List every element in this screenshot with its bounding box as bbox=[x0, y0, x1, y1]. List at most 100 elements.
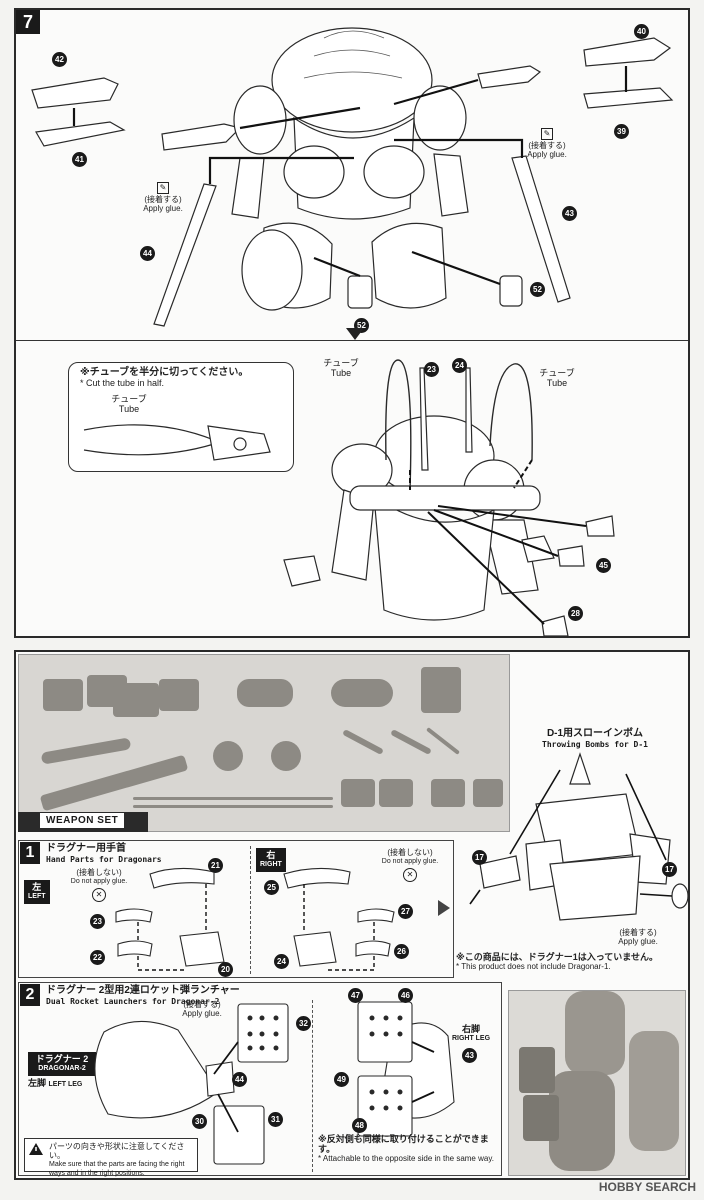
no-glue-note-left: (接着しない) Do not apply glue. ✕ bbox=[64, 868, 134, 902]
callout-20: 20 bbox=[218, 962, 233, 977]
knife-part bbox=[342, 729, 384, 755]
throwing-bombs-en: Throwing Bombs for D-1 bbox=[542, 740, 648, 749]
tube-note-jp: ※チューブを半分に切ってください。 bbox=[80, 367, 249, 378]
launcher-part bbox=[113, 683, 159, 717]
tube-label-right: チューブ Tube bbox=[532, 368, 582, 388]
callout-17: 17 bbox=[662, 862, 677, 877]
substep-2-title-en: Dual Rocket Launchers for Dragonar-2 bbox=[46, 997, 220, 1006]
rifle-part bbox=[39, 754, 189, 812]
substep-2-number: 2 bbox=[20, 984, 40, 1006]
hand-part bbox=[431, 779, 465, 807]
substep-1-title-jp: ドラグナー用手首 bbox=[46, 843, 126, 854]
missile-part bbox=[40, 737, 132, 765]
dragonar-2-jp: ドラグナー 2 bbox=[35, 1054, 89, 1064]
launcher-part bbox=[43, 679, 83, 711]
dragonar-1-not-included-note: ※この商品には、ドラグナー1は入っていません。 * This product d… bbox=[456, 952, 688, 972]
apply-glue-note-right: ✎ (接着する) Apply glue. bbox=[512, 128, 582, 159]
launcher-part bbox=[523, 1095, 559, 1141]
hand-part bbox=[379, 779, 413, 807]
note-jp: ※この商品には、ドラグナー1は入っていません。 bbox=[456, 952, 659, 962]
callout-17: 17 bbox=[472, 850, 487, 865]
dragonar-2-badge: ドラグナー 2 DRAGONAR-2 bbox=[28, 1052, 96, 1076]
right-badge: 右 RIGHT bbox=[256, 848, 286, 872]
left-badge: 左 LEFT bbox=[24, 880, 50, 904]
warning-en: Make sure that the parts are facing the … bbox=[49, 1161, 185, 1177]
no-glue-icon: ✕ bbox=[92, 888, 106, 902]
callout-28: 28 bbox=[568, 606, 583, 621]
callout-46: 46 bbox=[398, 988, 413, 1003]
knife-part bbox=[390, 729, 432, 755]
tube-label-inset: チューブ Tube bbox=[104, 394, 154, 414]
callout-39: 39 bbox=[614, 124, 629, 139]
callout-27: 27 bbox=[398, 904, 413, 919]
glue-jp: (接着する) bbox=[183, 1000, 221, 1009]
glue-jp: (接着する) bbox=[619, 928, 657, 937]
tube-cut-note: ※チューブを半分に切ってください。 * Cut the tube in half… bbox=[80, 367, 290, 389]
glue-en: Apply glue. bbox=[527, 150, 567, 159]
right-arrow-icon bbox=[438, 900, 450, 916]
throwing-bombs-jp: D-1用スローインボム bbox=[546, 728, 644, 739]
callout-45: 45 bbox=[596, 558, 611, 573]
glue-en: Apply glue. bbox=[618, 937, 658, 946]
step-number: 7 bbox=[16, 10, 40, 34]
bike-part bbox=[237, 679, 293, 707]
right-jp: 右 bbox=[266, 850, 276, 860]
down-arrow-icon bbox=[346, 328, 364, 340]
disc-part bbox=[271, 741, 301, 771]
callout-52: 52 bbox=[530, 282, 545, 297]
no-glue-icon: ✕ bbox=[403, 868, 417, 882]
tube-jp: チューブ bbox=[111, 394, 147, 404]
substep-2-title-jp: ドラグナー 2型用2連ロケット弾ランチャー bbox=[46, 985, 240, 996]
opposite-en: * Attachable to the opposite side in the… bbox=[318, 1154, 494, 1163]
right-en: RIGHT bbox=[260, 861, 282, 868]
tube-jp: チューブ bbox=[539, 368, 575, 378]
callout-44: 44 bbox=[232, 1072, 247, 1087]
left-jp: 左 bbox=[32, 882, 42, 892]
glue-en: Apply glue. bbox=[182, 1009, 222, 1018]
no-glue-note-right: (接着しない) Do not apply glue. ✕ bbox=[372, 848, 448, 882]
leg-part bbox=[629, 1031, 679, 1151]
apply-glue-note-bombs: (接着する) Apply glue. bbox=[598, 928, 678, 946]
tube-note-en: * Cut the tube in half. bbox=[80, 378, 165, 388]
callout-31: 31 bbox=[268, 1112, 283, 1127]
substep-1-title: ドラグナー用手首 Hand Parts for Dragonars bbox=[46, 843, 162, 865]
throwing-bombs-title: D-1用スローインボム Throwing Bombs for D-1 bbox=[520, 728, 670, 750]
callout-48: 48 bbox=[352, 1118, 367, 1133]
leg-part bbox=[549, 1071, 615, 1171]
stick-part bbox=[133, 805, 333, 808]
tube-label-left: チューブ Tube bbox=[316, 358, 366, 378]
dragonar-2-photo bbox=[508, 990, 686, 1176]
dragonar-2-en: DRAGONAR-2 bbox=[38, 1065, 86, 1072]
note-en: * This product does not include Dragonar… bbox=[456, 962, 611, 971]
step-divider bbox=[16, 340, 688, 341]
throwing-bombs-illustration bbox=[469, 752, 689, 921]
callout-25: 25 bbox=[264, 880, 279, 895]
weapon-set-title: WEAPON SET bbox=[40, 813, 125, 828]
substep-2-divider bbox=[312, 1000, 314, 1172]
callout-40: 40 bbox=[634, 24, 649, 39]
glue-jp: (接着する) bbox=[144, 195, 182, 204]
noglue-jp: (接着しない) bbox=[387, 848, 433, 857]
warning-icon bbox=[29, 1143, 43, 1155]
substep-1-divider bbox=[250, 846, 252, 974]
right-leg-label: 右脚 RIGHT LEG bbox=[446, 1024, 496, 1044]
substep-1-illustration bbox=[115, 867, 395, 971]
launcher-part bbox=[159, 679, 199, 711]
right-leg-jp: 右脚 bbox=[461, 1024, 480, 1034]
callout-22: 22 bbox=[90, 950, 105, 965]
glue-jp: (接着する) bbox=[528, 141, 566, 150]
tube-en: Tube bbox=[118, 404, 140, 414]
callout-30: 30 bbox=[192, 1114, 207, 1129]
noglue-en: Do not apply glue. bbox=[381, 858, 439, 865]
pod-part bbox=[421, 667, 461, 713]
noglue-jp: (接着しない) bbox=[76, 868, 122, 877]
glue-brush-icon: ✎ bbox=[541, 128, 553, 140]
opposite-jp: ※反対側も同様に取り付けることができます。 bbox=[318, 1134, 489, 1154]
step-7-lower-illustration bbox=[83, 359, 615, 637]
warning-jp: パーツの向きや形状に注意してください。 bbox=[49, 1142, 185, 1160]
callout-24: 24 bbox=[452, 358, 467, 373]
callout-21: 21 bbox=[208, 858, 223, 873]
tube-en: Tube bbox=[546, 378, 568, 388]
hobby-search-watermark: HOBBY SEARCH bbox=[598, 1180, 696, 1194]
callout-42: 42 bbox=[52, 52, 67, 67]
